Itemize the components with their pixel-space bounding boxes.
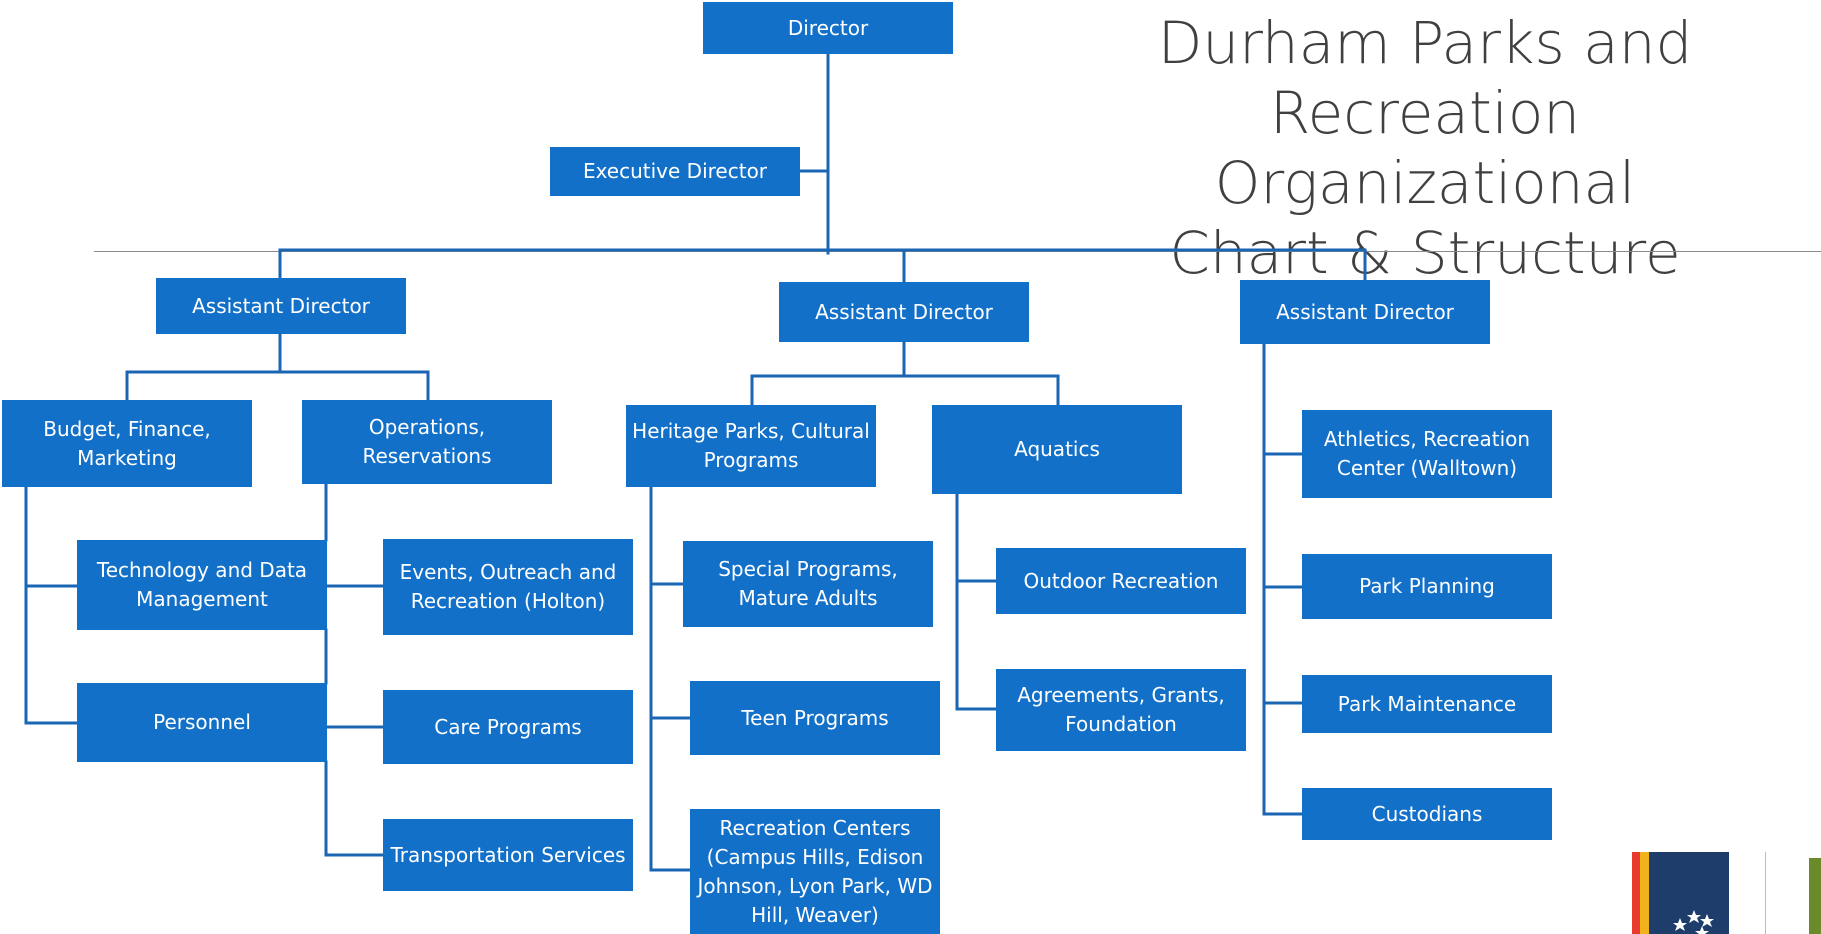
park-maintenance-box: Park Maintenance xyxy=(1302,675,1552,733)
assistant-director-1-box: Assistant Director xyxy=(156,278,406,334)
city-logo-icon xyxy=(1632,852,1821,934)
transportation-services-box: Transportation Services xyxy=(383,819,633,891)
assistant-director-2-box: Assistant Director xyxy=(779,282,1029,342)
director-box: Director xyxy=(703,2,953,54)
care-programs-box: Care Programs xyxy=(383,690,633,764)
teen-programs-box: Teen Programs xyxy=(690,681,940,755)
heritage-parks-cultural-programs-box: Heritage Parks, Cultural Programs xyxy=(626,405,876,487)
title-line-3: Chart & Structure xyxy=(1169,219,1681,287)
outdoor-recreation-box: Outdoor Recreation xyxy=(996,548,1246,614)
operations-reservations-box: Operations, Reservations xyxy=(302,400,552,484)
special-programs-mature-adults-box: Special Programs, Mature Adults xyxy=(683,541,933,627)
park-planning-box: Park Planning xyxy=(1302,554,1552,619)
title-line-1: Durham Parks and xyxy=(1157,9,1693,77)
aquatics-box: Aquatics xyxy=(932,405,1182,494)
executive-director-box: Executive Director xyxy=(550,147,800,196)
recreation-centers-box: Recreation Centers (Campus Hills, Edison… xyxy=(690,809,940,934)
events-outreach-recreation-box: Events, Outreach and Recreation (Holton) xyxy=(383,539,633,635)
personnel-box: Personnel xyxy=(77,683,327,762)
agreements-grants-foundation-box: Agreements, Grants, Foundation xyxy=(996,669,1246,751)
assistant-director-3-box: Assistant Director xyxy=(1240,280,1490,344)
custodians-box: Custodians xyxy=(1302,788,1552,840)
budget-finance-marketing-box: Budget, Finance, Marketing xyxy=(2,400,252,487)
chart-title: Durham Parks and Recreation Organization… xyxy=(1060,8,1790,288)
technology-data-management-box: Technology and Data Management xyxy=(77,540,327,630)
title-line-2: Recreation Organizational xyxy=(1214,79,1636,217)
athletics-recreation-center-box: Athletics, Recreation Center (Walltown) xyxy=(1302,410,1552,498)
